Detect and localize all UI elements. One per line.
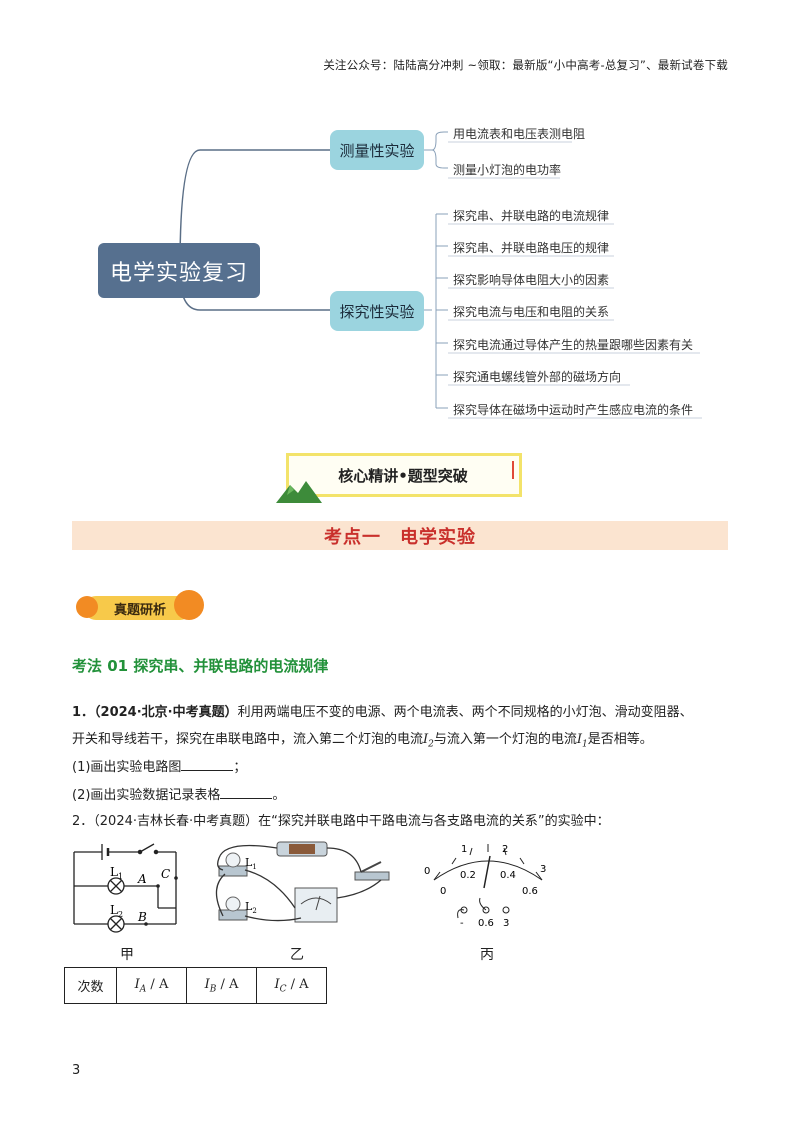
mindmap-leaf: 探究串、并联电路的电流规律 (453, 209, 610, 223)
mindmap-leaf: 探究导体在磁场中运动时产生感应电流的条件 (453, 403, 694, 417)
label-a: A (137, 872, 147, 886)
mindmap-branch-measure: 测量性实验 (330, 130, 424, 170)
label-l1: L1 (245, 856, 257, 871)
table-header-row: 次数 IA / A IB / A IC / A (64, 967, 327, 1004)
dial-top-tick: 2 (502, 844, 508, 855)
figure-label-bing: 丙 (480, 947, 494, 963)
figure-label-yi: 乙 (290, 947, 304, 963)
dial-bottom-tick: 0 (440, 886, 446, 897)
label-c: C (161, 867, 170, 881)
table-header-ib: IB / A (186, 967, 257, 1004)
method-title: 考法 01 探究串、并联电路的电流规律 (72, 657, 329, 675)
core-banner: 核心精讲•题型突破 (276, 453, 524, 503)
mindmap-connectors (179, 131, 702, 419)
table-header-ia: IA / A (116, 967, 187, 1004)
circuit-photo-yi: L1 L2 (215, 841, 390, 923)
question-text: 利用两端电压不变的电源、两个电流表、两个不同规格的小灯泡、滑动变阻器、 (237, 705, 693, 720)
question-1-sub-1: (1)画出实验电路图； (72, 757, 246, 778)
banner-accent (512, 461, 514, 479)
label-l2: L2 (245, 900, 257, 915)
orange-icon (174, 590, 204, 620)
mindmap-leaf: 探究电流通过导体产生的热量跟哪些因素有关 (453, 338, 694, 352)
page-number: 3 (72, 1063, 81, 1078)
mindmap-root: 电学实验复习 (98, 243, 260, 298)
ammeter-dial-bing: 0 1 2 3 0 0.2 0.4 0.6 - 0.6 3 (424, 844, 546, 929)
dial-bottom-tick: 0.2 (460, 870, 476, 881)
mindmap-leaf: 探究影响导体电阻大小的因素 (453, 273, 610, 287)
dial-top-tick: 0 (424, 866, 430, 877)
question-text: 是否相等。 (587, 732, 653, 747)
mindmap-leaf: 用电流表和电压表测电阻 (453, 127, 586, 141)
answer-blank[interactable] (220, 785, 273, 799)
orange-icon (76, 596, 98, 618)
terminal-label: 0.6 (478, 918, 494, 929)
question-text: 在“探究并联电路中干路电流与各支路电流的关系”的实验中： (258, 814, 610, 829)
figure-label-jia: 甲 (120, 947, 134, 963)
question-source: （2024·吉林长春·中考真题） (93, 814, 259, 829)
question-1-line-1: 1．（2024·北京·中考真题）利用两端电压不变的电源、两个电流表、两个不同规格… (72, 703, 693, 723)
question-2: 2．（2024·吉林长春·中考真题）在“探究并联电路中干路电流与各支路电流的关系… (72, 812, 610, 832)
question-text: 开关和导线若干，探究在串联电路中，流入第二个灯泡的电流 (72, 732, 424, 747)
question-number: 1． (72, 705, 95, 720)
table-header-ic: IC / A (256, 967, 327, 1004)
terminal-label: - (460, 918, 464, 929)
symbol-i1: I1 (576, 732, 588, 750)
section-title: 考点一 电学实验 (72, 521, 728, 550)
label-b: B (137, 910, 147, 924)
symbol-i2: I2 (423, 732, 434, 750)
dial-top-tick: 3 (540, 864, 546, 875)
question-1-sub-2: (2)画出实验数据记录表格。 (72, 785, 285, 806)
mindmap-leaf: 测量小灯泡的电功率 (453, 163, 562, 177)
terminal-label: 3 (503, 918, 509, 929)
question-1-line-2: 开关和导线若干，探究在串联电路中，流入第二个灯泡的电流I2与流入第一个灯泡的电流… (72, 730, 653, 755)
pill-label: 真题研析 (114, 603, 167, 618)
dial-top-tick: 1 (461, 844, 467, 855)
mountain-icon (276, 481, 322, 503)
question-text: 与流入第一个灯泡的电流 (433, 732, 577, 747)
mindmap-leaf: 探究电流与电压和电阻的关系 (453, 305, 610, 319)
dial-bottom-tick: 0.4 (500, 870, 516, 881)
mindmap-branch-explore: 探究性实验 (330, 291, 424, 331)
question-number: 2． (72, 814, 94, 829)
dial-bottom-tick: 0.6 (522, 886, 538, 897)
header-note: 关注公众号：陆陆高分冲刺 ~领取：最新版“小中高考-总复习”、最新试卷下载 (323, 58, 728, 72)
mindmap-leaf: 探究通电螺线管外部的磁场方向 (453, 370, 622, 384)
label-l2: L2 (110, 903, 123, 919)
record-table: 次数 IA / A IB / A IC / A (64, 967, 327, 1004)
real-exam-pill: 真题研析 (76, 590, 204, 622)
question-source: （2024·北京·中考真题） (94, 705, 238, 720)
label-l1: L1 (110, 865, 123, 881)
answer-blank[interactable] (181, 757, 234, 771)
mindmap-leaf: 探究串、并联电路电压的规律 (453, 241, 610, 255)
banner-frame (286, 453, 522, 497)
circuit-diagram-jia: L1 L2 A B C (73, 843, 178, 933)
table-header-count: 次数 (64, 967, 117, 1004)
banner-title: 核心精讲•题型突破 (338, 466, 468, 485)
